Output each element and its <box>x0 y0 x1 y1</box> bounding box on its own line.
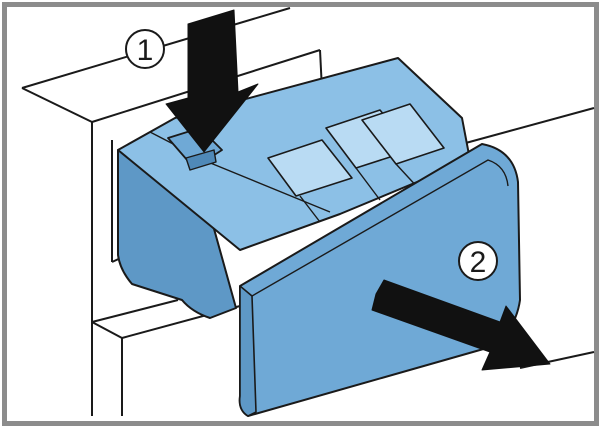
compartment-left <box>267 139 353 197</box>
step-2-number: 2 <box>470 246 487 279</box>
drawer-inner-divider-2 <box>355 167 381 201</box>
drawer-front-bevel <box>251 159 509 297</box>
drawer-inner-divider-1 <box>299 195 321 223</box>
release-catch-button <box>185 149 217 171</box>
step-1-group: 1 <box>125 9 259 153</box>
arrow-down-icon <box>165 9 259 153</box>
step-2-badge <box>458 241 498 281</box>
step-1-number: 1 <box>137 34 154 67</box>
detergent-compartments <box>267 103 445 197</box>
drawer-front-left-edge <box>238 285 257 417</box>
lower-panel-top-edge <box>91 299 179 323</box>
step-2-group: 2 <box>371 241 551 371</box>
step-1-badge <box>125 29 165 69</box>
housing-front-top-edge <box>21 87 93 123</box>
compartment-right <box>361 103 445 165</box>
drawer-left-side <box>117 127 237 319</box>
arrow-down-right-icon <box>371 279 551 371</box>
